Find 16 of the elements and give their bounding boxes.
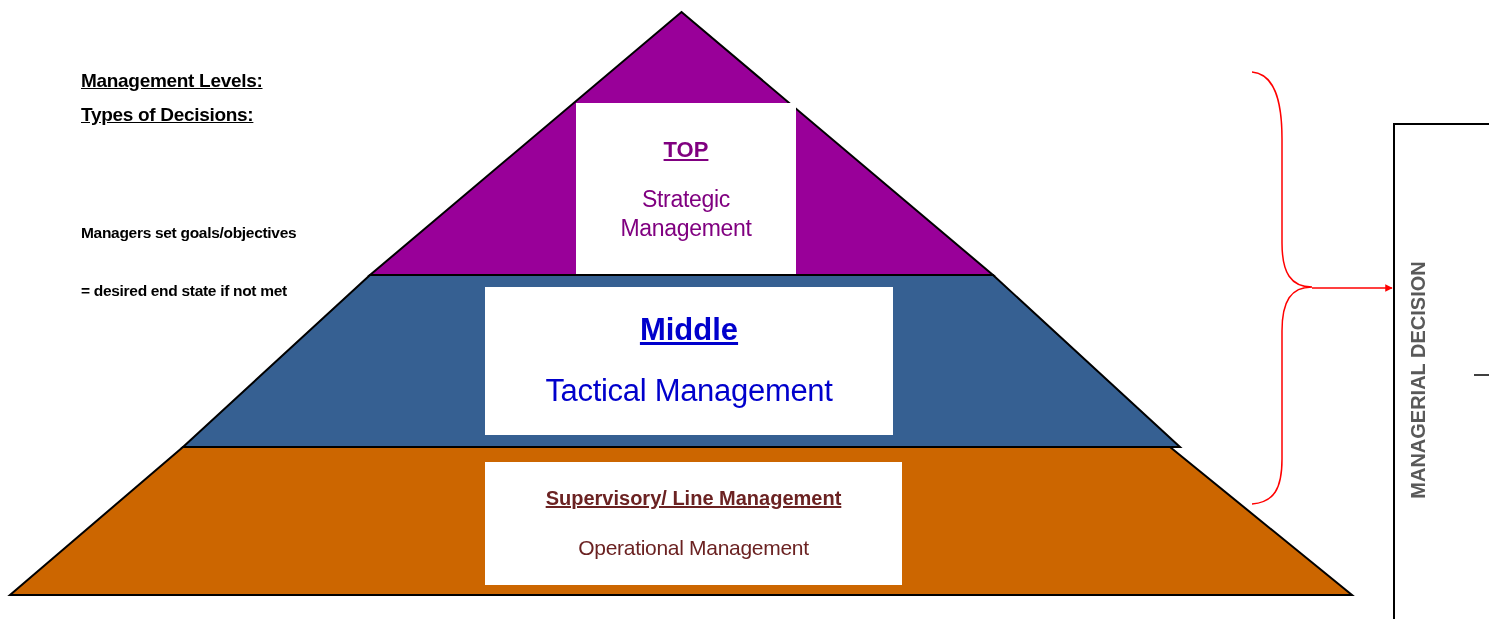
note-text: = desired end state if not met <box>81 282 287 300</box>
heading-label: Management Levels: <box>81 70 263 92</box>
level-title: Supervisory/ Line Management <box>545 485 842 511</box>
decision-type: Operational Management <box>578 534 809 561</box>
note-text: Managers set goals/objectives <box>81 224 297 242</box>
decision-type: Strategic Management <box>619 185 753 243</box>
level-title: Middle <box>639 311 739 350</box>
arrow <box>1311 284 1393 292</box>
decision-panel <box>1393 123 1489 619</box>
level-box <box>576 103 796 275</box>
level-box <box>485 462 902 585</box>
level-box <box>485 287 893 435</box>
decision-type: Tactical Management <box>545 372 833 410</box>
level-title: TOP <box>663 135 709 163</box>
heading-label: Types of Decisions: <box>81 104 254 126</box>
panel-title: MANAGERIAL DECISION <box>1406 260 1430 501</box>
